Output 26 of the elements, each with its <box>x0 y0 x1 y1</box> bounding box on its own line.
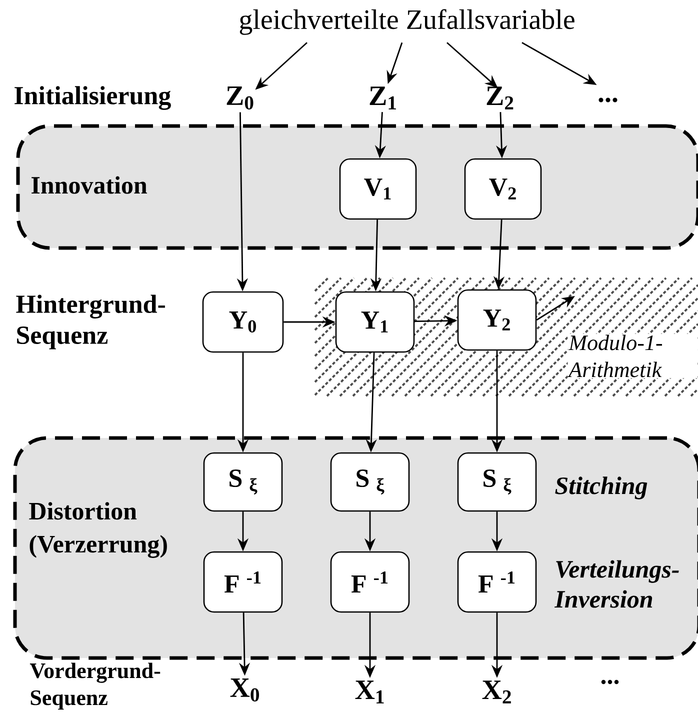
process-box: S $_{ξ}$ <box>203 452 283 512</box>
row-label: Hintergrund-Sequenz <box>16 294 165 350</box>
row-label: Initialisierung <box>14 86 171 110</box>
annotation-text: Verteilungs-Inversion <box>554 560 679 608</box>
annotation-text: Stitching <box>555 476 648 500</box>
row-label: Vordergrund-Sequenz <box>30 662 160 710</box>
process-box: S $_{ξ}$ <box>457 452 537 512</box>
caption-text: gleichverteilte Zufallsvariable <box>240 9 574 35</box>
process-box: F $^{-1}$ <box>203 551 283 613</box>
ellipsis: ... <box>601 680 619 684</box>
process-box: F $^{-1}$ <box>330 551 410 613</box>
ellipsis: ... <box>598 98 618 102</box>
variable-label: X$_{0}$ <box>230 678 259 702</box>
annotation-text: Modulo-1-Arithmetik <box>568 334 698 378</box>
process-box: Y$_{1}$ <box>335 291 415 353</box>
process-box: V$_{2}$ <box>464 158 542 220</box>
process-box: F $^{-1}$ <box>457 551 537 613</box>
process-box: S $_{ξ}$ <box>330 452 410 512</box>
process-box: Y$_{0}$ <box>202 291 284 353</box>
process-box: V$_{1}$ <box>339 158 417 220</box>
variable-label: X$_{2}$ <box>482 680 511 704</box>
variable-label: Z$_{0}$ <box>226 86 254 110</box>
variable-label: Z$_{1}$ <box>370 86 396 110</box>
process-box: Y$_{2}$ <box>457 289 537 351</box>
variable-label: Z$_{2}$ <box>486 86 514 110</box>
variable-label: X$_{1}$ <box>355 680 384 704</box>
